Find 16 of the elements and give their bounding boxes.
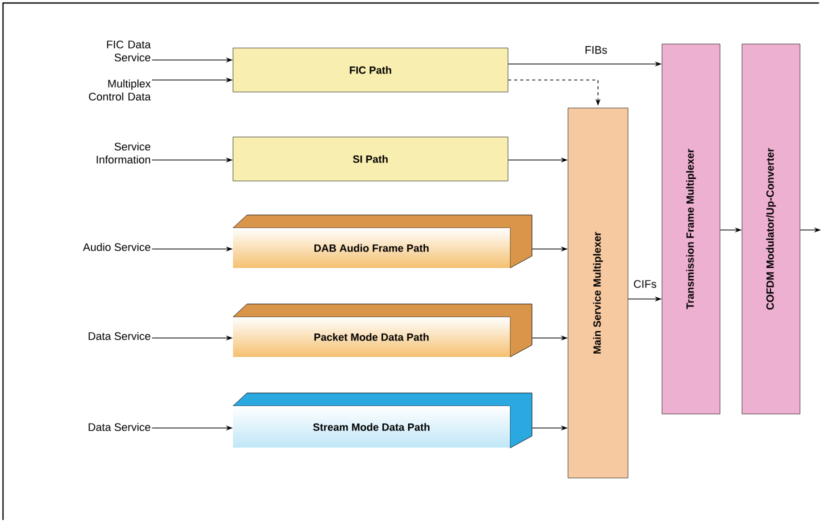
path-block: Packet Mode Data Path — [232, 304, 532, 358]
input-label: Audio Service — [82, 242, 150, 252]
process-box: COFDM Modulator/Up-Converter — [742, 44, 800, 414]
input-label: Multiplex Control Data — [89, 79, 151, 101]
process-box: SI Path — [232, 136, 508, 182]
path-block: DAB Audio Frame Path — [232, 214, 532, 268]
edge-label: CIFs — [634, 280, 656, 288]
path-block: Stream Mode Data Path — [232, 392, 532, 448]
process-box: FIC Path — [232, 48, 508, 92]
process-box: Transmission Frame Multiplexer — [662, 44, 720, 414]
edge-label: FIBs — [586, 46, 607, 54]
input-label: FIC Data Service — [107, 40, 151, 62]
input-label: Data Service — [88, 332, 150, 340]
input-label: Service Information — [96, 142, 150, 164]
process-box: Main Service Multiplexer — [568, 108, 628, 478]
input-label: Data Service — [88, 422, 150, 432]
